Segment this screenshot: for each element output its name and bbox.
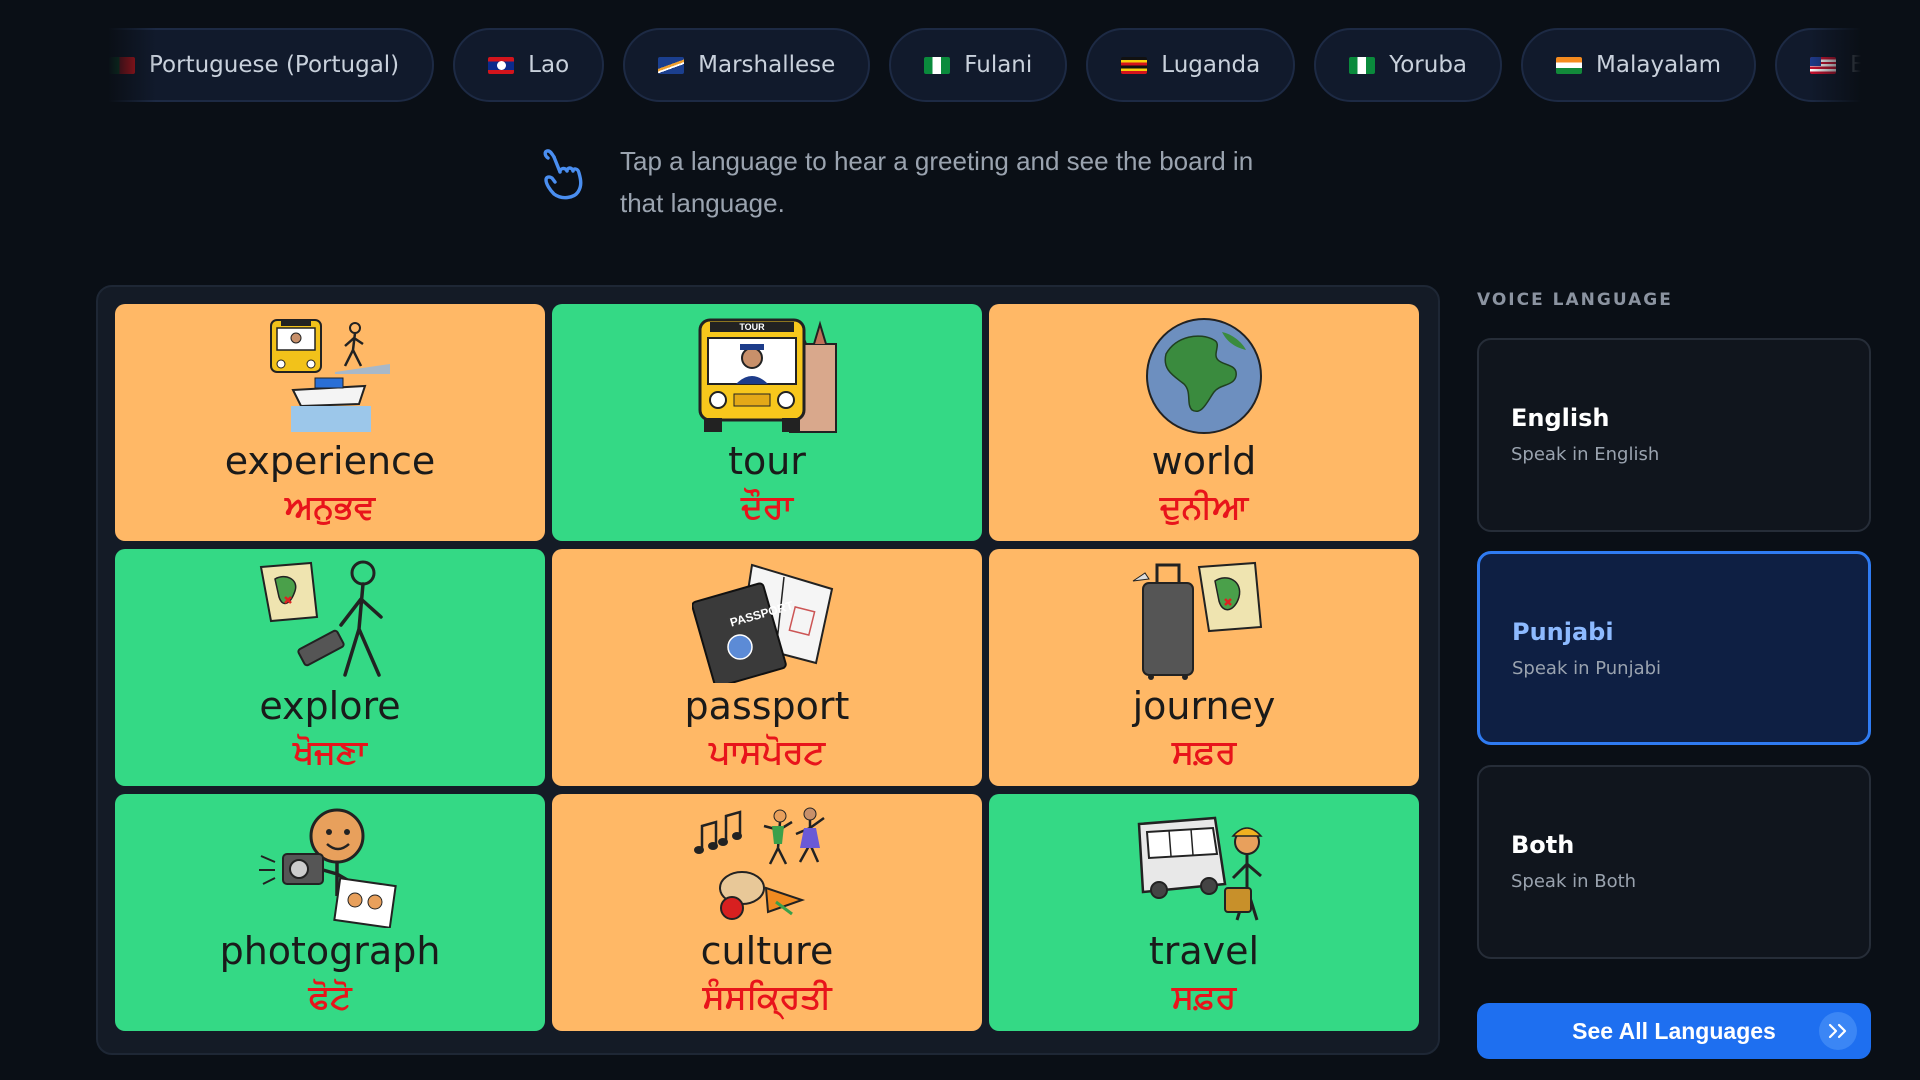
language-chip-label: English [1850,52,1870,78]
language-chip-portuguese-portugal[interactable]: Portuguese (Portugal) [96,28,435,102]
language-hint: Tap a language to hear a greeting and se… [540,140,1300,224]
tile-translation: ਦੁਨੀਆ [1159,487,1249,526]
tile-translation: ਸੰਸਕ੍ਰਿਤੀ [702,977,832,1016]
language-chip-label: Lao [528,52,570,78]
svg-text:TOUR: TOUR [739,322,765,332]
tile-translation: ਸਫ਼ਰ [1171,977,1237,1016]
voice-option-subtitle: Speak in Punjabi [1512,658,1662,679]
india-flag-icon [1556,56,1583,74]
tile-explore[interactable]: explore ਖੋਜਣਾ [115,549,545,786]
tile-word: culture [700,929,834,973]
voice-option-title: Both [1511,831,1575,859]
portugal-flag-icon [109,56,135,74]
tile-travel[interactable]: travel ਸਫ਼ਰ [989,794,1419,1031]
double-chevron-right-icon [1819,1012,1857,1050]
tile-word: travel [1148,929,1260,973]
tile-translation: ਅਨੁਭਵ [285,487,375,526]
language-chip-label: Fulani [964,52,1033,78]
language-chip-fulani[interactable]: Fulani [889,28,1068,102]
marshall-islands-flag-icon [658,56,685,74]
language-chip-yoruba[interactable]: Yoruba [1314,28,1503,102]
tile-word: tour [728,439,806,483]
word-board: experience ਅਨੁਭਵ TOUR [96,285,1440,1055]
language-chip-malayalam[interactable]: Malayalam [1521,28,1757,102]
experience-icon [255,314,405,438]
tile-journey[interactable]: journey ਸਫ਼ਰ [989,549,1419,786]
tile-word: explore [259,684,401,728]
voice-language-heading: VOICE LANGUAGE [1477,290,1673,310]
travel-bus-icon [1129,804,1279,928]
tile-culture[interactable]: culture ਸੰਸਕ੍ਰਿਤੀ [552,794,982,1031]
tile-word: experience [224,439,436,483]
camera-icon [255,804,405,928]
language-chip-label: Luganda [1161,52,1261,78]
tile-word: passport [684,684,850,728]
tile-word: world [1151,439,1257,483]
language-chip-label: Malayalam [1596,52,1722,78]
suitcase-map-icon [1129,559,1279,683]
language-chip-label: Marshallese [698,52,836,78]
tile-translation: ਫੋਟੋ [308,977,352,1016]
tile-photograph[interactable]: photograph ਫੋਟੋ [115,794,545,1031]
voice-option-both[interactable]: Both Speak in Both [1477,765,1871,959]
language-chip-label: Portuguese (Portugal) [149,52,400,78]
us-flag-icon [1810,56,1837,74]
hint-text: Tap a language to hear a greeting and se… [620,146,1254,218]
tile-world[interactable]: world ਦੁਨੀਆ [989,304,1419,541]
globe-icon [1129,314,1279,438]
voice-option-subtitle: Speak in Both [1511,871,1637,892]
nigeria-flag-icon [1349,56,1376,74]
tile-translation: ਖੋਜਣਾ [293,732,367,771]
uganda-flag-icon [1121,56,1148,74]
voice-option-punjabi[interactable]: Punjabi Speak in Punjabi [1477,551,1871,745]
language-chip-track: Portuguese (Portugal) Lao Marshallese Fu… [96,28,1870,102]
see-all-languages-button[interactable]: See All Languages [1477,1003,1871,1059]
tile-word: photograph [219,929,441,973]
explore-icon [255,559,405,683]
language-chip-label: Yoruba [1389,52,1468,78]
tile-experience[interactable]: experience ਅਨੁਭਵ [115,304,545,541]
passport-icon: PASSPORT [692,559,842,683]
tile-tour[interactable]: TOUR tour ਦੌਰਾ [552,304,982,541]
tile-word: journey [1132,684,1276,728]
nigeria-flag-icon [924,56,951,74]
tile-translation: ਪਾਸਪੋਰਟ [709,732,825,771]
voice-option-title: Punjabi [1512,618,1614,646]
tile-translation: ਸਫ਼ਰ [1171,732,1237,771]
language-chip-english[interactable]: English [1775,28,1870,102]
voice-option-english[interactable]: English Speak in English [1477,338,1871,532]
voice-option-subtitle: Speak in English [1511,444,1660,465]
language-chip-marshallese[interactable]: Marshallese [623,28,871,102]
word-grid: experience ਅਨੁਭਵ TOUR [115,304,1421,1031]
see-all-languages-label: See All Languages [1572,1017,1776,1044]
tour-bus-icon: TOUR [692,314,842,438]
language-chip-lao[interactable]: Lao [453,28,605,102]
language-chip-luganda[interactable]: Luganda [1086,28,1296,102]
laos-flag-icon [488,56,515,74]
culture-icon [692,804,842,928]
tile-translation: ਦੌਰਾ [741,487,793,526]
tap-hand-icon [543,149,583,200]
tile-passport[interactable]: PASSPORT passport ਪਾਸਪੋਰਟ [552,549,982,786]
voice-option-title: English [1511,404,1610,432]
language-chip-bar: Portuguese (Portugal) Lao Marshallese Fu… [96,26,1870,106]
